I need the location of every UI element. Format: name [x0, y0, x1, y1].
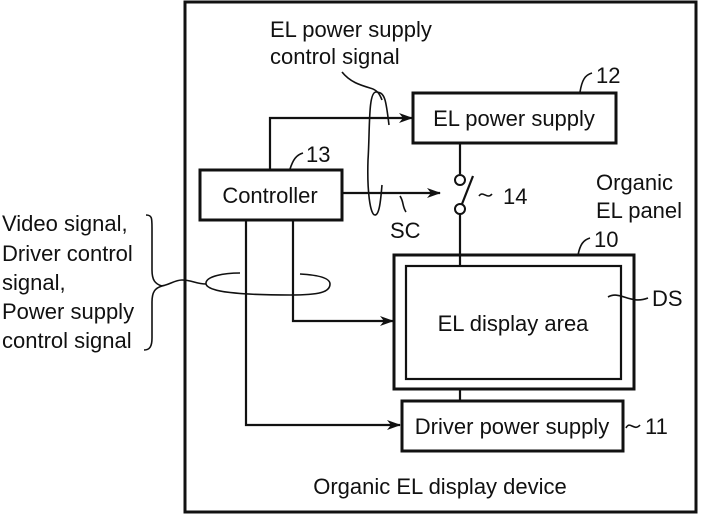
controller-to-driver-ps-line — [246, 220, 400, 425]
el-power-control-signal-label-line2: control signal — [270, 44, 400, 69]
switch-terminal-bottom — [455, 204, 465, 214]
controller-label: Controller — [222, 183, 317, 208]
signal-bundle-loop-lower — [206, 273, 330, 295]
el-power-supply-ref-leader — [580, 73, 592, 92]
input-signals-brace — [144, 215, 162, 350]
controller-ref-leader — [290, 153, 303, 169]
sc-label: SC — [390, 218, 421, 243]
el-power-control-signal-label-line1: EL power supply — [270, 17, 432, 42]
panel-ref: 10 — [594, 227, 618, 252]
switch-ref-leader — [479, 194, 492, 196]
input-signals-line5: control signal — [2, 328, 132, 353]
input-signals-line4: Power supply — [2, 299, 134, 324]
el-display-area-label: EL display area — [438, 311, 590, 336]
controller-to-el-power-supply-line — [270, 118, 412, 170]
input-signals-line3: signal, — [2, 270, 66, 295]
input-signals-line2: Driver control — [2, 241, 133, 266]
panel-label-line2: EL panel — [596, 198, 682, 223]
controller-ref: 13 — [306, 142, 330, 167]
panel-label-line1: Organic — [596, 170, 673, 195]
device-label: Organic EL display device — [313, 474, 567, 499]
controller-to-panel-line — [293, 220, 393, 321]
signal-bundle-loop-upper — [368, 92, 389, 215]
el-power-control-leader — [342, 72, 382, 100]
switch-ref: 14 — [503, 184, 527, 209]
switch-terminal-top — [455, 175, 465, 185]
el-power-supply-ref: 12 — [596, 63, 620, 88]
driver-power-supply-ref: 11 — [645, 414, 668, 439]
input-signals-leader — [160, 280, 206, 286]
el-power-supply-label: EL power supply — [433, 106, 595, 131]
sc-leader — [400, 196, 406, 212]
driver-power-supply-label: Driver power supply — [415, 414, 609, 439]
driver-ps-ref-leader — [626, 425, 640, 428]
input-signals-line1: Video signal, — [2, 211, 128, 236]
panel-ref-leader — [578, 238, 590, 255]
display-area-ref: DS — [652, 286, 683, 311]
